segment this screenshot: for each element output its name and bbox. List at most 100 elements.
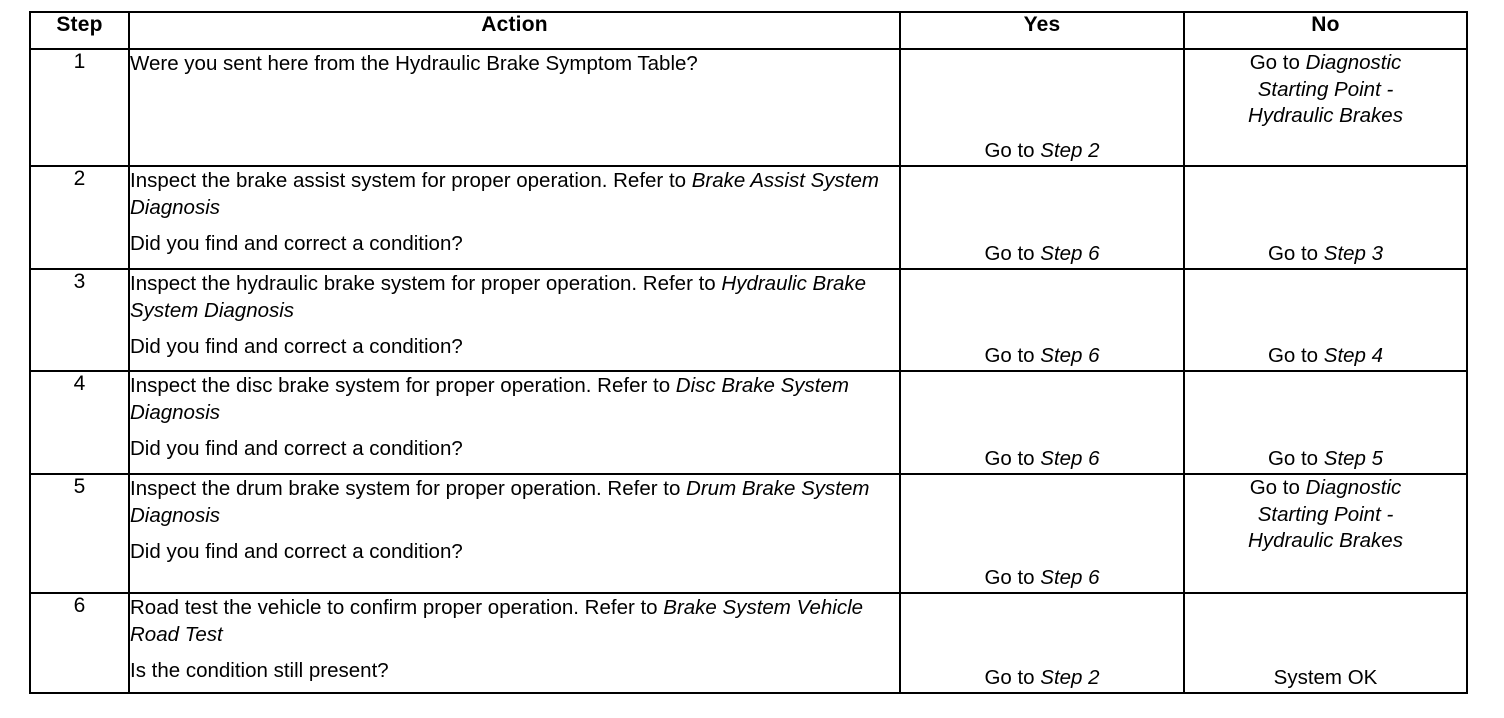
yes-answer-cell: Go to Step 6 [899,473,1185,594]
yes-answer-cell: Go to Step 6 [899,165,1185,270]
answer-line: Go to Step 6 [901,446,1183,473]
step-number-cell: 4 [29,370,130,475]
action-cell: Inspect the disc brake system for proper… [128,370,901,475]
plain-text: Is the condition still present? [130,659,389,683]
plain-text: Were you sent here from the Hydraulic Br… [130,52,698,75]
no-answer-cell: Go to Step 3 [1183,165,1468,270]
plain-text: Inspect the drum brake system for proper… [130,477,687,500]
action-cell: Inspect the hydraulic brake system for p… [128,268,901,372]
yes-answer-cell: Go to Step 2 [899,592,1185,694]
italic-reference-text: Diagnostic [1305,476,1402,499]
action-cell: Inspect the drum brake system for proper… [128,473,901,594]
answer-line: Starting Point - [1185,77,1466,104]
italic-reference-text: Starting Point - [1257,77,1394,101]
italic-reference-text: Drum Brake System Diagnosis [130,477,870,528]
italic-reference-text: Brake Assist System Diagnosis [130,169,879,220]
answer-line: Go to Step 6 [901,565,1183,592]
action-paragraph: Is the condition still present? [130,657,899,684]
italic-reference-text: Step 5 [1323,447,1384,471]
action-paragraph: Were you sent here from the Hydraulic Br… [130,50,899,77]
action-paragraph: Inspect the drum brake system for proper… [130,475,899,529]
yes-answer-cell: Go to Step 6 [899,370,1185,475]
italic-reference-text: Disc Brake System Diagnosis [130,374,849,425]
italic-reference-text: Step 4 [1323,344,1384,368]
plain-text: Did you find and correct a condition? [130,232,463,256]
plain-text: Road test the vehicle to confirm proper … [130,596,664,619]
table-header: Step Action Yes No [29,11,1468,50]
no-answer-cell: Go to Step 4 [1183,268,1468,372]
action-cell: Road test the vehicle to confirm proper … [128,592,901,694]
answer-line: Go to Step 5 [1185,446,1466,473]
answer-text: Go to Step 2 [901,665,1183,692]
plain-text: Go to [984,242,1041,266]
answer-line: Hydraulic Brakes [1185,528,1466,555]
answer-text: Go to Step 6 [901,565,1183,592]
step-number-cell: 1 [29,48,130,167]
column-header-no: No [1183,11,1468,50]
plain-text: Inspect the disc brake system for proper… [130,374,676,397]
plain-text: Go to [1249,476,1306,499]
action-paragraph: Did you find and correct a condition? [130,435,899,462]
column-header-yes: Yes [899,11,1185,50]
answer-text: Go to Step 6 [901,343,1183,370]
italic-reference-text: Step 2 [1040,666,1100,690]
italic-reference-text: Step 3 [1323,242,1384,266]
column-header-action: Action [128,11,901,50]
column-header-step: Step [29,11,130,50]
no-answer-cell: System OK [1183,592,1468,694]
plain-text: Did you find and correct a condition? [130,540,463,564]
step-number-cell: 6 [29,592,130,694]
plain-text: Inspect the brake assist system for prop… [130,169,692,192]
header-row: Step Action Yes No [29,11,1468,50]
answer-text: Go to Step 6 [901,241,1183,268]
italic-reference-text: Hydraulic Brakes [1248,529,1403,553]
step-number-cell: 3 [29,268,130,372]
answer-line: System OK [1185,665,1466,692]
answer-text: System OK [1185,665,1466,692]
action-cell: Inspect the brake assist system for prop… [128,165,901,270]
no-answer-cell: Go to Step 5 [1183,370,1468,475]
action-paragraph: Did you find and correct a condition? [130,538,899,565]
action-paragraph: Inspect the brake assist system for prop… [130,167,899,221]
answer-line: Go to Step 6 [901,343,1183,370]
italic-reference-text: Hydraulic Brakes [1248,104,1403,128]
plain-text: Go to [984,566,1041,590]
italic-reference-text: Brake System Vehicle Road Test [130,596,864,647]
step-number-cell: 2 [29,165,130,270]
plain-text: Did you find and correct a condition? [130,437,463,461]
action-paragraph: Inspect the disc brake system for proper… [130,372,899,426]
answer-text: Go to Step 4 [1185,343,1466,370]
italic-reference-text: Step 6 [1040,447,1100,471]
plain-text: Go to [984,666,1041,690]
italic-reference-text: Step 6 [1040,242,1100,266]
italic-reference-text: Diagnostic [1305,51,1402,74]
italic-reference-text: Starting Point - [1257,502,1394,526]
answer-line: Go to Step 2 [901,138,1183,165]
yes-answer-cell: Go to Step 2 [899,48,1185,167]
plain-text: Go to [984,447,1041,471]
plain-text: Go to [1267,242,1324,266]
action-paragraph: Did you find and correct a condition? [130,333,899,360]
italic-reference-text: Step 2 [1040,139,1100,163]
action-paragraph: Road test the vehicle to confirm proper … [130,594,899,648]
plain-text: Go to [984,344,1041,368]
answer-text: Go to Step 3 [1185,241,1466,268]
action-cell: Were you sent here from the Hydraulic Br… [128,48,901,167]
italic-reference-text: Step 6 [1040,566,1100,590]
plain-text: System OK [1273,666,1378,690]
answer-line: Go to Step 2 [901,665,1183,692]
answer-line: Hydraulic Brakes [1185,103,1466,130]
plain-text: Did you find and correct a condition? [130,335,463,359]
plain-text: Go to [1267,344,1324,368]
